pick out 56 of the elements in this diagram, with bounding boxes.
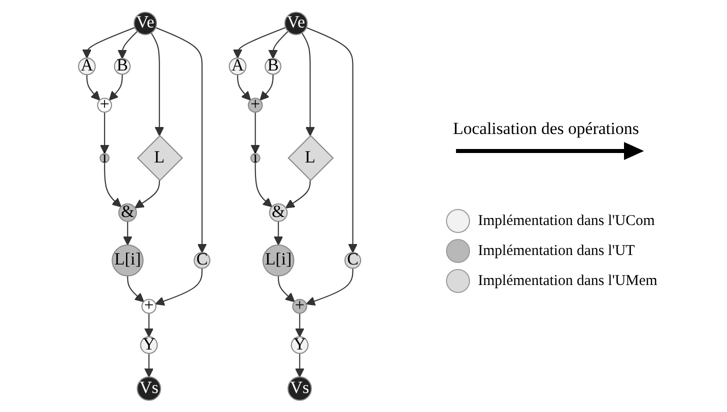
node-circle: + — [292, 298, 308, 314]
arrow-caption: Localisation des opérations — [452, 119, 640, 139]
arrow — [134, 180, 160, 208]
node-circle: B — [265, 58, 282, 75]
arrow — [306, 268, 354, 306]
node-circle: L[i] — [262, 244, 295, 276]
node-circle: Ve — [134, 12, 158, 36]
arrow — [86, 74, 101, 101]
node-circle: Y — [291, 336, 309, 354]
arrow — [123, 221, 133, 246]
arrow — [295, 353, 305, 378]
node-circle: Vs — [288, 376, 312, 401]
arrow — [144, 313, 154, 338]
node-circle: A — [78, 58, 96, 76]
arrow — [118, 30, 138, 59]
arrow — [156, 268, 203, 306]
arrow — [278, 276, 296, 302]
arrow — [233, 26, 286, 58]
arrow — [306, 27, 358, 253]
node-circle: Vs — [137, 376, 162, 401]
arrow — [151, 32, 164, 136]
node-circle: A — [229, 58, 247, 76]
node-circle: C — [344, 252, 362, 269]
arrow — [109, 74, 124, 101]
node-diamond: L — [288, 134, 334, 182]
node-circle: i — [250, 152, 261, 164]
arrow — [238, 74, 252, 101]
arrow — [295, 313, 305, 338]
legend-text: Implémentation dans l'UMem — [478, 272, 658, 290]
node-circle: + — [142, 298, 157, 314]
arrow — [156, 27, 208, 253]
arrow — [255, 162, 273, 208]
arrow — [251, 112, 260, 154]
node-circle: & — [269, 203, 288, 222]
node-diamond: L — [137, 134, 184, 182]
node-circle: + — [248, 98, 264, 113]
arrow — [260, 74, 274, 101]
legend-text: Implémentation dans l'UCom — [478, 212, 655, 230]
arrow — [268, 30, 289, 59]
legend-text: Implémentation dans l'UT — [478, 242, 635, 260]
arrow — [144, 353, 154, 378]
node-circle: + — [97, 98, 112, 113]
arrow — [302, 32, 316, 136]
node-circle: Y — [140, 336, 158, 354]
arrow — [100, 112, 110, 154]
arrow — [286, 180, 312, 208]
node-circle: Ve — [284, 12, 308, 36]
arrow — [82, 26, 136, 58]
node-circle: B — [114, 58, 132, 75]
arrow — [274, 221, 284, 246]
arrow — [128, 276, 145, 302]
node-circle: & — [118, 203, 138, 222]
node-circle: L[i] — [112, 244, 144, 276]
node-circle: i — [100, 152, 110, 164]
arrow — [104, 162, 122, 208]
node-circle: C — [194, 252, 211, 269]
